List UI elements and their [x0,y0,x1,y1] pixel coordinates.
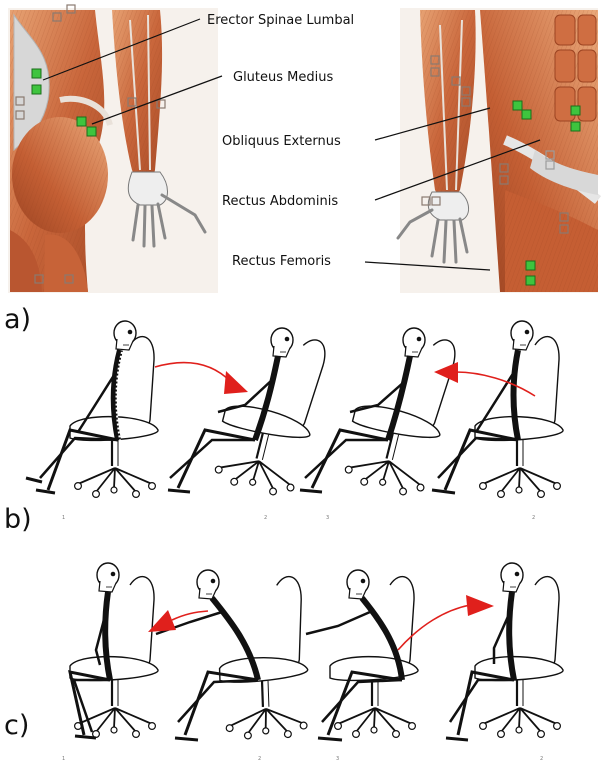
skeleton-chair-c4 [445,562,565,742]
gray-square-icon [545,160,555,170]
skeleton-chair-b4 [431,320,565,499]
gray-square-icon [499,175,509,185]
green-square-icon [521,109,532,120]
green-square-icon [86,126,97,137]
gray-square-icon [451,76,461,86]
anatomy-front-image [396,8,602,293]
gray-square-icon [559,212,569,222]
green-square-icon [570,105,581,116]
skeleton-chair-c2 [155,569,312,742]
gray-square-icon [64,274,74,284]
gray-square-icon [127,97,137,107]
skeleton-chair-c1 [68,562,160,740]
label-erector-spinae: Erector Spinae Lumbal [207,13,354,28]
green-square-icon [31,68,42,79]
skeleton-chair-c3 [305,569,420,742]
label-rectus-femoris: Rectus Femoris [232,254,331,269]
panel-label-b: b) [4,504,32,535]
panel-a: Erector Spinae Lumbal Gluteus Medius Obl… [4,4,602,335]
inactive-electrodes [15,4,569,284]
gray-square-icon [545,150,555,160]
skeleton-chair-b1 [25,320,160,499]
green-square-icon [76,116,87,127]
skeleton-chair-b2 [167,321,334,502]
green-square-icon [525,260,536,271]
frame-number: 2 [532,515,535,521]
frame-number: 2 [540,756,543,762]
gray-square-icon [52,12,62,22]
green-square-icon [512,100,523,111]
gray-square-icon [461,97,471,107]
panel-label-c: c) [4,710,29,741]
frame-number: 1 [62,756,65,762]
label-rectus-abdominis: Rectus Abdominis [222,194,338,209]
green-square-icon [31,84,42,95]
gray-square-icon [15,110,25,120]
gray-square-icon [15,96,25,106]
gray-square-icon [559,224,569,234]
green-square-icon [525,275,536,286]
gray-square-icon [156,99,166,109]
gray-square-icon [431,196,441,206]
panel-c: 1 2 3 2 c) [4,562,565,762]
anatomy-back-image [8,8,218,293]
red-curved-arrow-icon [397,595,494,651]
label-gluteus-medius: Gluteus Medius [233,70,333,85]
red-curved-arrow-icon [434,362,536,397]
panel-label-a: a) [4,304,31,335]
frame-number: 1 [62,515,65,521]
gray-square-icon [461,86,471,96]
green-square-icon [570,121,581,132]
gray-square-icon [66,4,76,14]
gray-square-icon [430,67,440,77]
gray-square-icon [499,163,509,173]
frame-number: 3 [336,756,339,762]
leader-lines [42,18,541,271]
red-curved-arrow-icon [148,610,209,632]
panel-b: 1 2 3 2 b) [4,320,565,535]
gray-square-icon [34,274,44,284]
red-curved-arrow-icon [154,361,248,394]
skeleton-chair-b3 [299,321,464,502]
label-obliquus-externus: Obliquus Externus [222,134,341,149]
active-electrodes [31,68,581,286]
frame-number: 3 [326,515,329,521]
gray-square-icon [421,196,431,206]
frame-number: 2 [264,515,267,521]
gray-square-icon [430,55,440,65]
frame-number: 2 [258,756,261,762]
